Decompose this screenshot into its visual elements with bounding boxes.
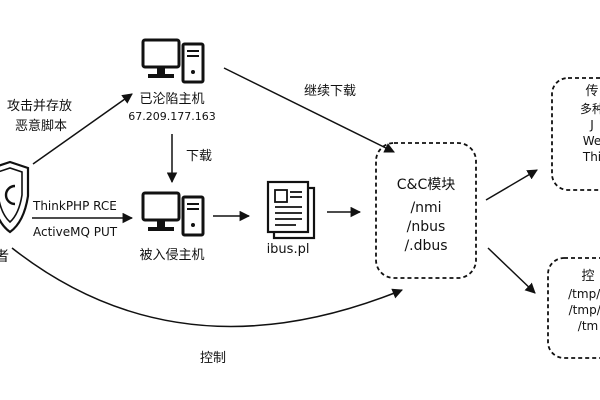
- victim-host-label: 被入侵主机: [139, 248, 205, 263]
- propagation-item: Thi: [582, 150, 600, 165]
- control-content: 控 /tmp/n /tmp/c /tm: [548, 268, 600, 334]
- control-item: /tmp/n: [568, 286, 600, 301]
- propagation-item: J: [590, 117, 594, 132]
- attacker-label: 者: [0, 249, 9, 265]
- edge-continue-download: [223, 67, 395, 153]
- control-box: [547, 257, 600, 359]
- edge-label-continue-download: 继续下载: [304, 84, 357, 99]
- control-item: /tm: [577, 318, 599, 333]
- compromised-host-ip: 67.209.177.163: [128, 110, 216, 123]
- edge-label-exploit-1: ThinkPHP RCE: [33, 199, 117, 213]
- edge-control: [11, 247, 403, 328]
- cc-module-content: C&C模块 /nmi /nbus /.dbus: [376, 176, 476, 256]
- control-item: /tmp/c: [568, 302, 600, 317]
- cc-module-item: /nbus: [406, 218, 446, 235]
- compromised-host-computer-icon: [141, 38, 205, 84]
- edge-label-attack-store-2: 恶意脚本: [15, 119, 68, 134]
- victim-host-computer-icon: [141, 191, 205, 237]
- edge-label-control: 控制: [200, 351, 227, 366]
- edge-label-attack-store-1: 攻击并存放: [7, 99, 73, 114]
- compromised-host-label: 已沦陷主机: [139, 92, 205, 107]
- edge-attack-store: [32, 93, 133, 165]
- propagation-item: 多种: [579, 101, 600, 116]
- cc-module-title: C&C模块: [396, 177, 456, 193]
- propagation-item: We: [582, 133, 600, 148]
- control-title: 控: [581, 269, 595, 284]
- edge-cc-to-control: [487, 247, 536, 294]
- script-file-label: ibus.pl: [266, 242, 310, 257]
- edge-label-download: 下载: [186, 149, 213, 164]
- propagation-title: 传: [585, 84, 599, 99]
- edge-cc-to-propagation: [485, 169, 538, 201]
- cc-module-item: /.dbus: [404, 237, 448, 254]
- cc-module-box: [375, 142, 477, 279]
- edge-label-exploit-2: ActiveMQ PUT: [33, 225, 118, 239]
- cc-module-item: /nmi: [410, 199, 442, 216]
- propagation-box: [551, 77, 600, 191]
- script-document-icon: [266, 180, 316, 240]
- propagation-content: 传 多种 J We Thi: [552, 83, 600, 165]
- shield-icon: [0, 160, 30, 234]
